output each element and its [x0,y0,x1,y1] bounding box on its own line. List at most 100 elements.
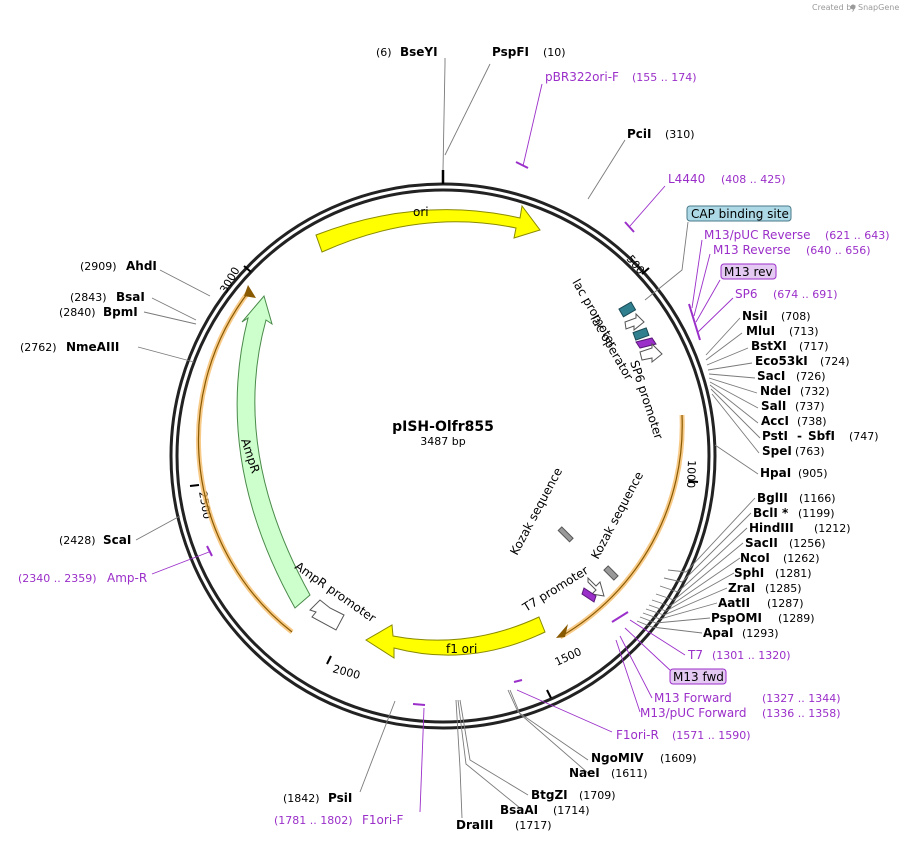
feature-ampr-promoter-arrow[interactable] [309,599,345,631]
enzyme-psti-label[interactable]: PstI [762,429,788,443]
enzyme-btgzi-label[interactable]: BtgZI [531,788,568,802]
primer-m13-fwd-box[interactable] [669,668,727,685]
enzyme-eco53ki-position: (724) [820,355,850,368]
feature-ampr-arrow[interactable] [236,294,311,609]
enzyme-spei-position: (763) [795,445,825,458]
enzyme-scai-label[interactable]: ScaI [103,533,131,547]
feature-t7-promoter-arrow[interactable] [587,576,605,597]
enzyme-ngomiv-position: (1609) [660,752,697,765]
enzyme-pspfi-label[interactable]: PspFI [492,45,529,59]
feature-t7-promoter-label: T7 promoter [519,563,590,615]
tick-label-3000: 3000 [217,265,242,296]
orf-highlights [196,288,685,640]
enzyme-sacii-position: (1256) [789,537,826,550]
enzyme-nsii-label[interactable]: NsiI [742,309,768,323]
enzyme-naei-label[interactable]: NaeI [569,766,600,780]
primer-m13puc-forward-label[interactable]: M13/pUC Forward [640,706,747,720]
enzyme-bsai-position: (2843) [70,291,107,304]
enzyme-acci-position: (738) [797,415,827,428]
primer-sp6-label[interactable]: SP6 [735,287,758,301]
enzyme-mlui-label[interactable]: MluI [746,324,775,338]
snapgene-logo-icon [850,4,856,10]
primer-f1ori-r-range: (1571 .. 1590) [672,729,751,742]
feature-f1ori-arrow[interactable] [365,616,546,659]
primer-m13puc-reverse-range: (621 .. 643) [825,229,890,242]
feature-kozak-block-1[interactable] [557,526,574,543]
primer-l4440-label[interactable]: L4440 [668,172,705,186]
tick-marks [189,170,699,699]
cap-binding-site-box[interactable] [686,205,792,222]
enzyme-hindiii-label[interactable]: HindIII [749,521,794,535]
primer-m13-rev-box[interactable] [720,263,777,280]
primer-m13-reverse-label[interactable]: M13 Reverse [713,243,791,257]
enzyme-ncoi-label[interactable]: NcoI [740,551,770,565]
enzyme-eco53ki-label[interactable]: Eco53kI [755,354,808,368]
enzyme-zrai-position: (1285) [765,582,802,595]
enzyme-zrai-label[interactable]: ZraI [728,581,755,595]
enzyme-hindiii-position: (1212) [814,522,851,535]
enzyme-bstxi-label[interactable]: BstXI [751,339,787,353]
enzyme-ngomiv-label[interactable]: NgoMIV [591,751,644,765]
enzyme-pspomi-position: (1289) [778,612,815,625]
enzyme-scai-position: (2428) [59,534,96,547]
enzyme-separator: - [797,429,802,443]
enzyme-sali-label[interactable]: SalI [761,399,786,413]
enzyme-sacii-label[interactable]: SacII [745,536,778,550]
enzyme-nmeaiii-label[interactable]: NmeAIII [66,340,119,354]
enzyme-pcii-label[interactable]: PciI [627,127,652,141]
enzyme-pspomi-label[interactable]: PspOMI [711,611,762,625]
enzyme-acci-label[interactable]: AccI [761,414,789,428]
enzyme-bstxi-position: (717) [799,340,829,353]
credit-text: Created by [812,3,856,12]
enzyme-ahdi-label[interactable]: AhdI [126,259,157,273]
feature-lac-promoter-arrow[interactable] [624,312,645,332]
enzyme-spei-label[interactable]: SpeI [762,444,792,458]
feature-lac-promoter-block[interactable] [618,301,637,318]
enzyme-nmeaiii-position: (2762) [20,341,57,354]
feature-sp6-promoter-arrow[interactable] [639,342,663,364]
primer-m13-fwd-label: M13 fwd [673,670,724,684]
enzyme-draiii-label[interactable]: DraIII [456,818,493,832]
enzyme-bpmi-label[interactable]: BpmI [103,305,138,319]
primer-f1ori-f-label[interactable]: F1ori-F [362,813,403,827]
primer-pbr322ori-f-label[interactable]: pBR322ori-F [545,70,619,84]
feature-ori-arrow[interactable] [315,204,541,253]
enzyme-ndei-label[interactable]: NdeI [760,384,791,398]
enzyme-mlui-position: (713) [789,325,819,338]
enzyme-apai-label[interactable]: ApaI [703,626,733,640]
primer-m13-reverse-range: (640 .. 656) [806,244,871,257]
enzyme-bseyi-position: (6) [376,46,392,59]
primer-m13-forward-label[interactable]: M13 Forward [654,691,732,705]
enzyme-aatii-position: (1287) [767,597,804,610]
primer-f1ori-r-label[interactable]: F1ori-R [616,728,659,742]
feature-kozak-label-2: Kozak sequence [588,469,646,561]
enzyme-bsaai-label[interactable]: BsaAI [500,803,538,817]
primer-amp-r-label[interactable]: Amp-R [107,571,147,585]
feature-lac-operator-block[interactable] [632,327,650,341]
cap-binding-site-label: CAP binding site [691,207,789,221]
primer-t7-label[interactable]: T7 [687,648,703,662]
enzyme-bcli-label[interactable]: BclI * [753,506,789,520]
enzyme-sphi-label[interactable]: SphI [734,566,764,580]
enzyme-psii-label[interactable]: PsiI [328,791,352,805]
enzyme-sbfi-label[interactable]: SbfI [808,429,835,443]
feature-kozak-block-2[interactable] [603,565,619,581]
enzyme-bseyi-label[interactable]: BseYI [400,45,438,59]
tick-label-1000: 1000 [684,460,698,488]
primer-m13puc-reverse-label[interactable]: M13/pUC Reverse [704,228,811,242]
enzyme-bsai-label[interactable]: BsaI [116,290,145,304]
enzyme-aatii-label[interactable]: AatII [718,596,750,610]
primer-l4440-range: (408 .. 425) [721,173,786,186]
feature-kozak-label-1: Kozak sequence [507,465,565,557]
enzyme-bglii-label[interactable]: BglII [757,491,788,505]
tick-label-1500: 1500 [553,645,584,669]
feature-t7-primer-mark [581,587,597,603]
feature-ori-label: ori [413,205,429,219]
plasmid-length: 3487 bp [420,435,465,448]
feature-f1ori-label: f1 ori [446,642,477,656]
primer-m13-rev-label: M13 rev [724,265,773,279]
enzyme-saci-label[interactable]: SacI [757,369,785,383]
enzyme-naei-position: (1611) [611,767,648,780]
enzyme-hpai-label[interactable]: HpaI [760,466,791,480]
enzyme-sali-position: (737) [795,400,825,413]
